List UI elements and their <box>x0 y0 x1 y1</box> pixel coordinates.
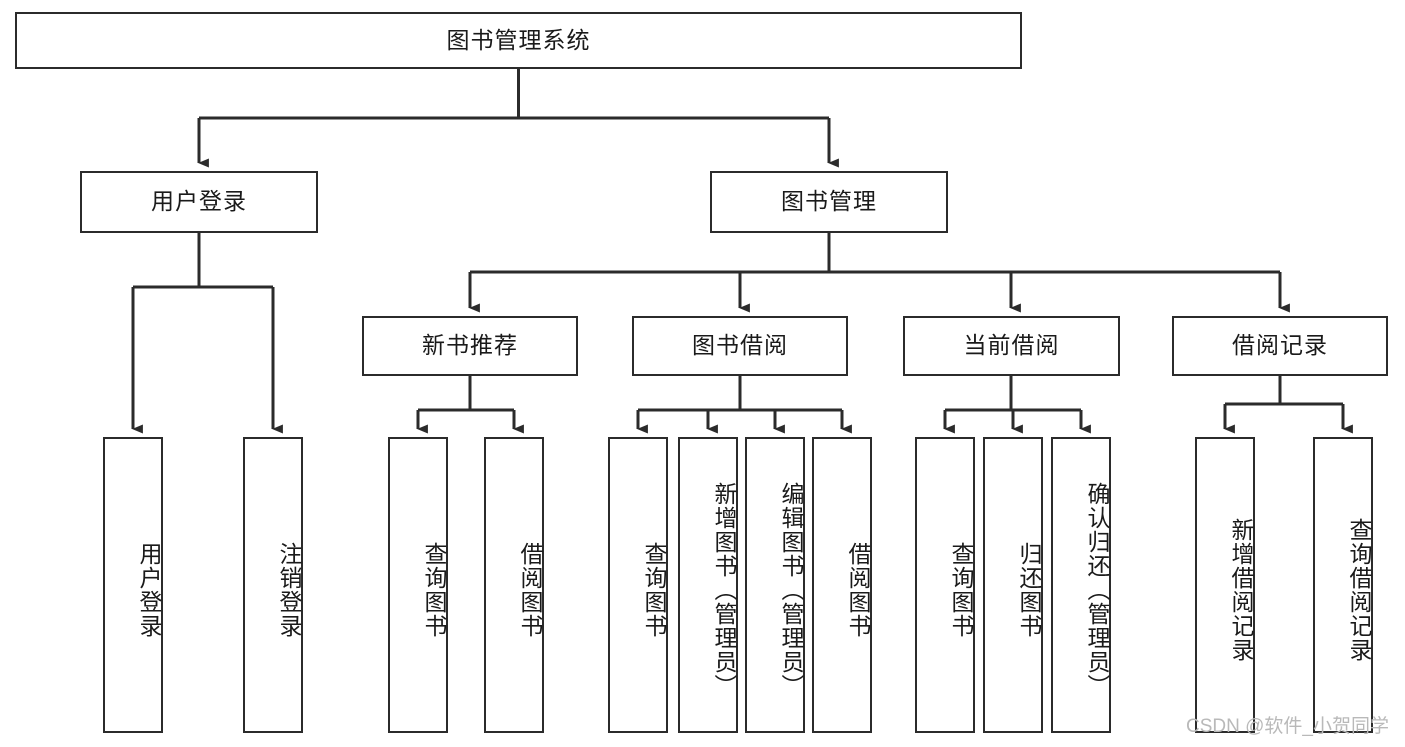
leaf-edit-book-admin[interactable]: 编辑图书（管理员） <box>745 437 805 733</box>
leaf-add-borrow-record[interactable]: 新增借阅记录 <box>1195 437 1255 733</box>
leaf-borrow-book[interactable]: 借阅图书 <box>812 437 872 733</box>
node-borrow-record[interactable]: 借阅记录 <box>1172 316 1388 376</box>
leaf-query-book-current[interactable]: 查询图书 <box>915 437 975 733</box>
leaf-return-book[interactable]: 归还图书 <box>983 437 1043 733</box>
node-book-borrow[interactable]: 图书借阅 <box>632 316 848 376</box>
leaf-borrow-book-newbook[interactable]: 借阅图书 <box>484 437 544 733</box>
node-current-borrow[interactable]: 当前借阅 <box>903 316 1120 376</box>
leaf-confirm-return-admin[interactable]: 确认归还（管理员） <box>1051 437 1111 733</box>
csdn-watermark: CSDN @软件_小贺同学 <box>1186 716 1389 737</box>
leaf-query-book-borrow[interactable]: 查询图书 <box>608 437 668 733</box>
leaf-add-book-admin[interactable]: 新增图书（管理员） <box>678 437 738 733</box>
leaf-query-book-newbook[interactable]: 查询图书 <box>388 437 448 733</box>
node-new-book-recommend[interactable]: 新书推荐 <box>362 316 578 376</box>
node-book-management[interactable]: 图书管理 <box>710 171 948 233</box>
leaf-query-borrow-record[interactable]: 查询借阅记录 <box>1313 437 1373 733</box>
node-user-login[interactable]: 用户登录 <box>80 171 318 233</box>
node-root-system[interactable]: 图书管理系统 <box>15 12 1022 69</box>
leaf-user-login[interactable]: 用户登录 <box>103 437 163 733</box>
leaf-logout-login[interactable]: 注销登录 <box>243 437 303 733</box>
